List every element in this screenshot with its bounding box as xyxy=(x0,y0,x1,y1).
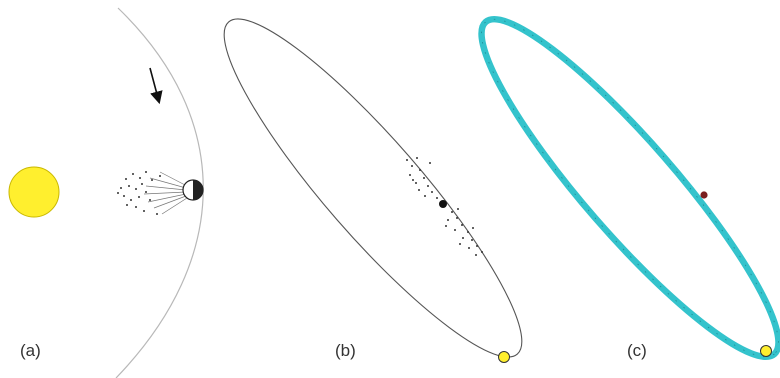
comet-nucleus-icon xyxy=(182,179,204,201)
panel-c: (c) xyxy=(478,15,780,361)
sun-icon xyxy=(760,345,772,357)
debris-particles-b xyxy=(406,157,483,256)
panel-b: (b) xyxy=(223,18,523,363)
sun-icon xyxy=(8,166,60,218)
comet-nucleus-icon xyxy=(439,200,447,208)
arrow-down-icon xyxy=(149,67,163,105)
debris-stream-band xyxy=(478,15,780,361)
comet-nucleus-icon xyxy=(700,191,708,199)
panel-label-a: (a) xyxy=(20,341,41,360)
panel-label-c: (c) xyxy=(627,341,647,360)
orbit-ellipse-c xyxy=(481,18,779,358)
debris-particles-a xyxy=(117,171,161,215)
orbit-ellipse-b xyxy=(223,18,523,358)
panel-label-b: (b) xyxy=(335,341,356,360)
debris-rays xyxy=(143,171,188,215)
sun-icon xyxy=(498,351,510,363)
panel-a: (a) xyxy=(8,7,204,378)
